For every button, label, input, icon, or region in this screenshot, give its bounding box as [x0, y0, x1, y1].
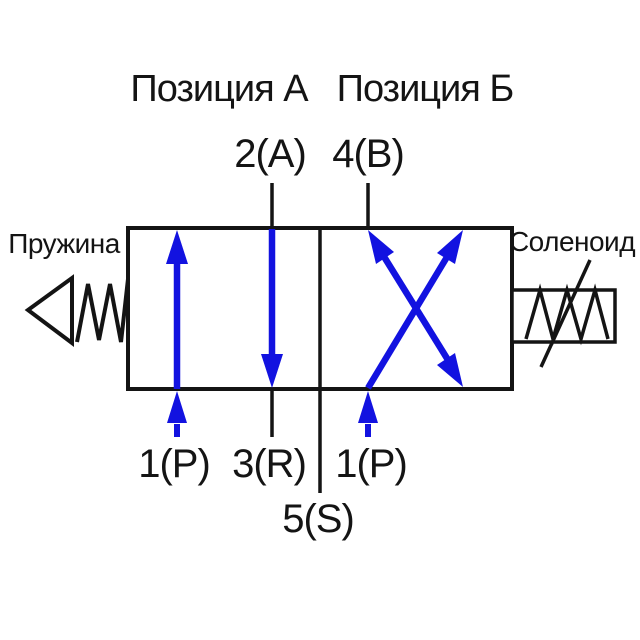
port-label-5s: 5(S): [282, 497, 354, 541]
arrowhead-down-icon: [261, 354, 283, 388]
arrowhead-feedright-icon: [358, 391, 378, 423]
solenoid-coil-zigzag: [524, 283, 610, 346]
arrowhead-up-icon: [166, 230, 188, 264]
port-label-3r: 3(R): [232, 442, 306, 486]
flow-arrow-up: [166, 230, 188, 389]
port-label-2a: 2(A): [234, 132, 306, 176]
arrowhead-downright-icon: [437, 353, 463, 387]
label-spring: Пружина: [8, 228, 121, 259]
port-label-1p-left: 1(P): [138, 442, 210, 486]
solenoid-symbol: [510, 259, 617, 368]
arrowhead-upright-icon: [437, 230, 463, 264]
label-position-b: Позиция Б: [337, 68, 514, 110]
port-label-4b: 4(B): [332, 132, 404, 176]
arrowhead-upleft-icon: [368, 230, 394, 264]
arrowhead-feedleft-icon: [167, 391, 187, 423]
label-position-a: Позиция А: [130, 68, 309, 110]
spring-triangle: [24, 274, 74, 347]
solenoid-diagonal-stroke: [539, 259, 592, 368]
flow-arrow-cross-up-right: [365, 230, 463, 390]
flow-arrow-down: [261, 229, 283, 388]
label-solenoid: Соленоид: [509, 226, 635, 257]
supply-arrow-right: [358, 391, 378, 437]
port-label-1p-right: 1(P): [335, 442, 407, 486]
spring-zigzag: [75, 278, 130, 343]
flow-arrow-cross-double: [368, 230, 463, 387]
spring-symbol: [24, 274, 130, 347]
supply-arrow-left: [167, 391, 187, 437]
